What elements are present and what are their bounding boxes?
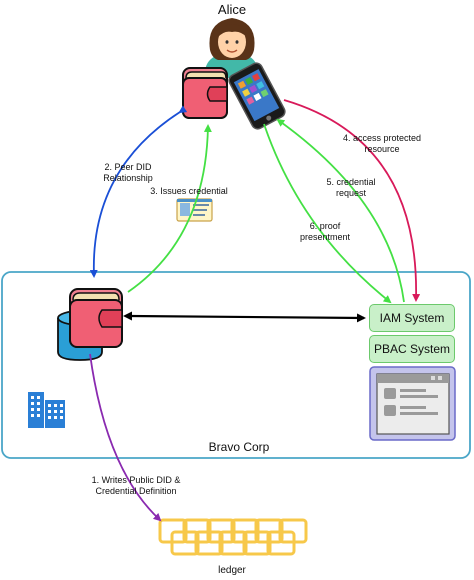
credential-request-connector	[276, 118, 405, 303]
credential-request-label-line1: 5. credential	[326, 177, 376, 187]
smartphone-icon	[228, 62, 286, 130]
building-icon	[28, 392, 65, 428]
ledger-chain-icon	[158, 518, 308, 556]
bravo-corp-label: Bravo Corp	[208, 440, 270, 454]
proof-presentment-connector	[263, 123, 392, 304]
credential-card-icon	[176, 198, 213, 222]
writes-ledger-label-line2: Credential Definition	[95, 486, 177, 496]
access-resource-connector	[283, 99, 421, 302]
ledger-label: ledger	[218, 565, 246, 576]
proof-presentment-label: 6. proof presentment	[290, 221, 360, 243]
access-resource-label: 4. access protected resource	[334, 133, 430, 155]
iam-system-box: IAM System	[369, 304, 455, 332]
writes-ledger-connector	[89, 353, 162, 522]
alice-label: Alice	[217, 2, 247, 17]
peer-did-label: 2. Peer DID Relationship	[96, 162, 160, 184]
peer-did-label-line1: 2. Peer DID	[104, 162, 152, 172]
writes-ledger-label-line1: 1. Writes Public DID &	[91, 475, 181, 485]
issues-credential-label: 3. Issues credential	[150, 186, 228, 196]
alice-wallet-icon	[182, 67, 228, 119]
bravo-iam-connector	[123, 311, 366, 323]
peer-did-connector	[89, 105, 188, 278]
peer-did-label-line2: Relationship	[103, 173, 153, 183]
proof-presentment-label-line2: presentment	[299, 232, 351, 242]
access-resource-label-line1: 4. access protected	[342, 133, 422, 143]
issues-credential-connector	[127, 124, 212, 293]
pbac-system-box: PBAC System	[369, 335, 455, 363]
writes-ledger-label: 1. Writes Public DID & Credential Defini…	[80, 475, 192, 497]
access-resource-label-line2: resource	[364, 144, 400, 154]
proof-presentment-label-line1: 6. proof	[309, 221, 341, 231]
credential-request-label: 5. credential request	[318, 177, 384, 199]
bravo-wallet-database-icon	[57, 288, 123, 361]
application-window-icon	[369, 366, 456, 441]
credential-request-label-line2: request	[335, 188, 367, 198]
